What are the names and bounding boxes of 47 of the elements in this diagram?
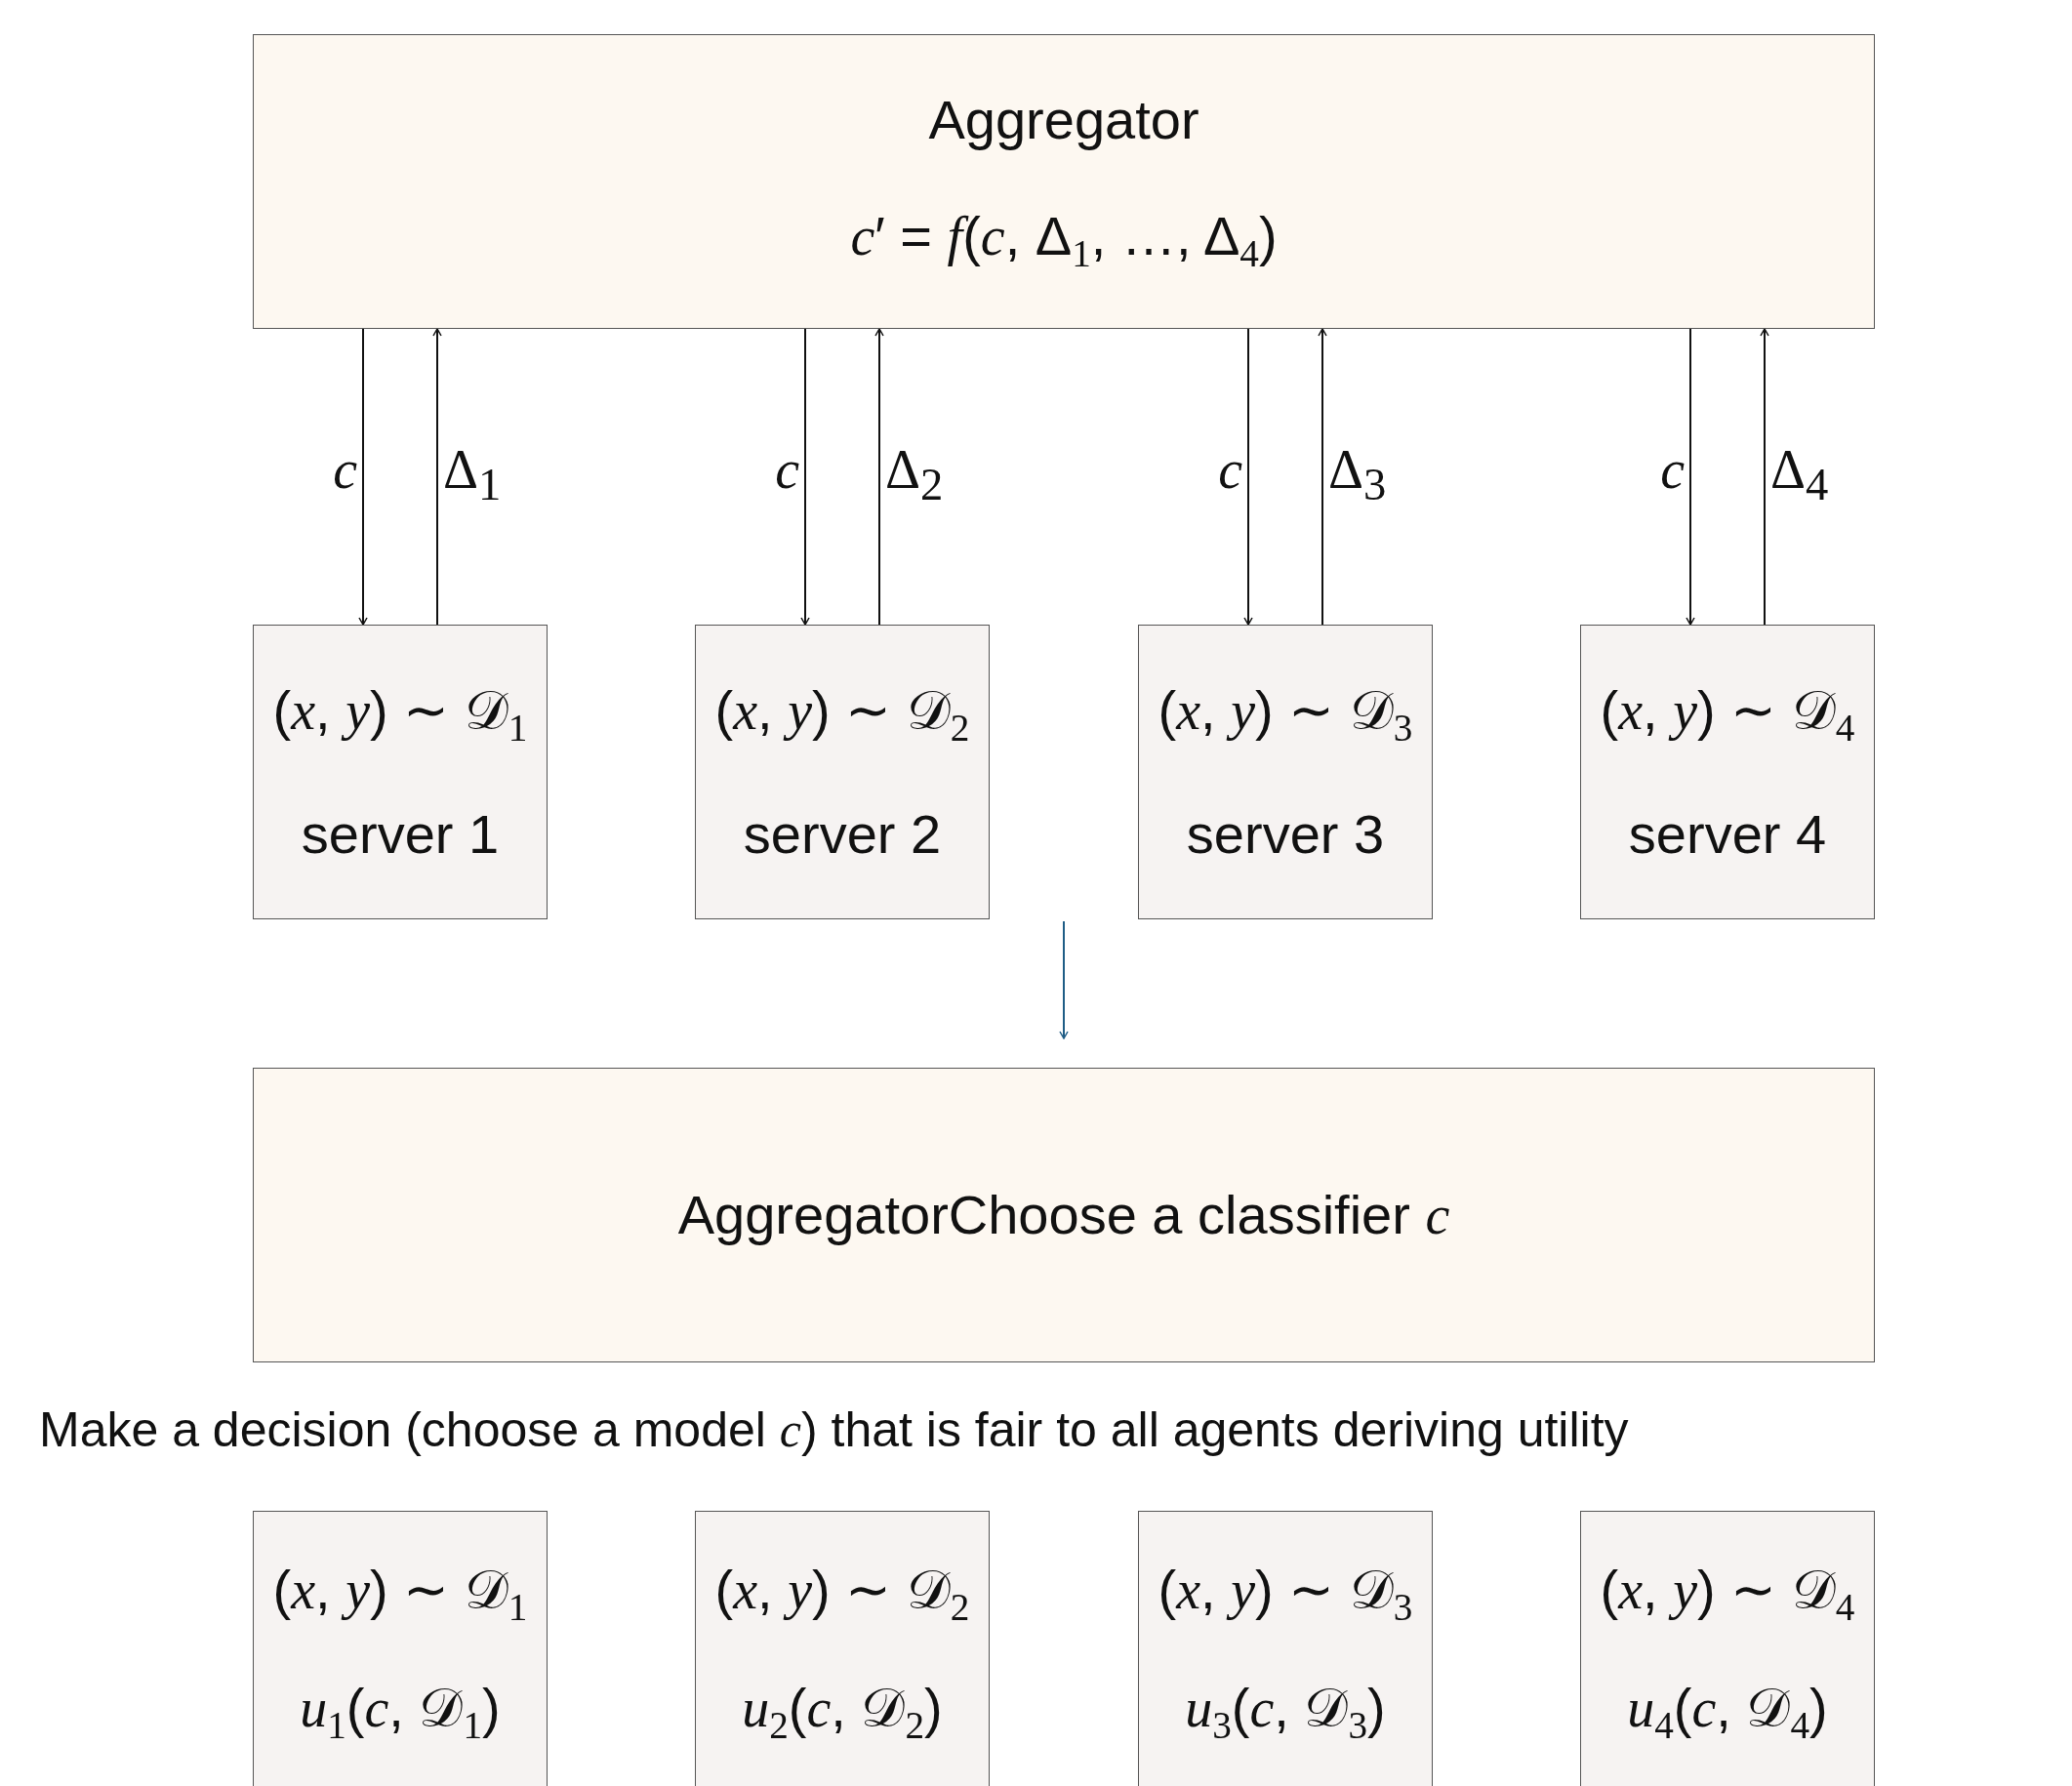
formula: (x, y) ∼ 𝒟$_{2}$	[714, 677, 970, 751]
server-label: u$_{1}$(c, 𝒟$_{1}$)	[300, 1675, 501, 1749]
arrow	[1059, 920, 1069, 1039]
server-box	[1138, 625, 1433, 919]
edge-label: Δ$_{1}$	[443, 437, 502, 510]
formula: (x, y) ∼ 𝒟$_{4}$	[1600, 677, 1855, 751]
server-box	[1580, 625, 1875, 919]
server-box	[253, 625, 548, 919]
aggregator-box	[253, 1068, 1875, 1362]
server-box	[1138, 1511, 1433, 1786]
server-label: server 4	[1628, 802, 1827, 868]
server-label: u$_{4}$(c, 𝒟$_{4}$)	[1627, 1675, 1828, 1749]
server-box	[1580, 1511, 1875, 1786]
arrow	[1318, 328, 1327, 626]
box-text: c′ = f(c, Δ$_{1}$, …, Δ$_{4}$)	[850, 204, 1278, 277]
formula: (x, y) ∼ 𝒟$_{3}$	[1158, 677, 1413, 751]
arrow	[1243, 328, 1253, 626]
arrow	[1760, 328, 1769, 626]
formula: (x, y) ∼ 𝒟$_{1}$	[272, 677, 528, 751]
formula: (x, y) ∼ 𝒟$_{2}$	[714, 1557, 970, 1631]
box-text: AggregatorChoose a classifier c	[677, 1182, 1450, 1247]
edge-label: c	[333, 437, 357, 501]
edge-label: c	[1218, 437, 1242, 501]
box-title: Aggregator	[928, 87, 1199, 152]
edge-label: Δ$_{3}$	[1328, 437, 1387, 510]
server-label: server 2	[743, 802, 942, 868]
server-label: server 1	[301, 802, 500, 868]
formula: (x, y) ∼ 𝒟$_{1}$	[272, 1557, 528, 1631]
arrow	[358, 328, 368, 626]
caption-text: Make a decision (choose a model c) that is fair to all agents deriving utility	[39, 1401, 1629, 1458]
server-label: u$_{3}$(c, 𝒟$_{3}$)	[1185, 1675, 1386, 1749]
formula: (x, y) ∼ 𝒟$_{4}$	[1600, 1557, 1855, 1631]
edge-label: c	[775, 437, 799, 501]
edge-label: Δ$_{2}$	[885, 437, 944, 510]
arrow	[432, 328, 442, 626]
edge-label: Δ$_{4}$	[1770, 437, 1829, 510]
arrow	[1686, 328, 1695, 626]
arrow	[800, 328, 810, 626]
formula: (x, y) ∼ 𝒟$_{3}$	[1158, 1557, 1413, 1631]
server-box	[695, 625, 990, 919]
aggregator-box	[253, 34, 1875, 329]
server-label: u$_{2}$(c, 𝒟$_{2}$)	[742, 1675, 943, 1749]
server-label: server 3	[1186, 802, 1385, 868]
edge-label: c	[1660, 437, 1685, 501]
arrow	[874, 328, 884, 626]
server-box	[695, 1511, 990, 1786]
server-box	[253, 1511, 548, 1786]
